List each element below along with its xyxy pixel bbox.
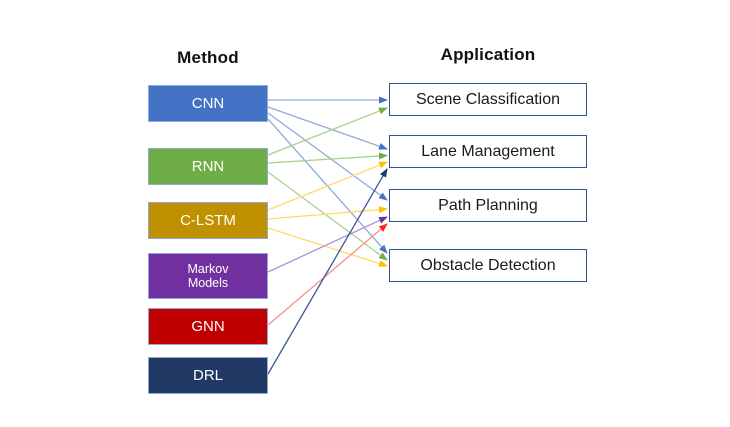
- application-label: Lane Management: [421, 142, 555, 160]
- method-label: CNN: [191, 94, 225, 112]
- connection-rnn-to-scene: [267, 107, 388, 156]
- method-box-markov: Markov Models: [148, 253, 268, 299]
- application-box-path: Path Planning: [389, 189, 587, 222]
- method-box-rnn: RNN: [148, 148, 268, 185]
- method-label: Markov Models: [187, 261, 229, 290]
- application-label: Scene Classification: [415, 90, 561, 108]
- connection-cnn-to-lane: [267, 106, 388, 150]
- method-label: GNN: [191, 317, 225, 335]
- application-box-obstacle: Obstacle Detection: [389, 249, 587, 282]
- method-box-drl: DRL: [148, 357, 268, 394]
- connection-clstm-to-path: [267, 206, 388, 220]
- method-box-clstm: C-LSTM: [148, 202, 268, 239]
- connection-clstm-to-obstacle: [267, 227, 388, 267]
- method-label: C-LSTM: [180, 211, 236, 229]
- method-box-cnn: CNN: [148, 85, 268, 122]
- application-label: Obstacle Detection: [420, 256, 556, 274]
- application-box-scene: Scene Classification: [389, 83, 587, 116]
- connection-rnn-to-lane: [267, 152, 388, 164]
- method-label: RNN: [191, 157, 225, 175]
- application-column-header: Application: [440, 45, 536, 64]
- method-column-header: Method: [177, 48, 239, 67]
- method-label: DRL: [192, 366, 223, 384]
- connection-clstm-to-lane: [267, 161, 388, 211]
- connection-drl-to-lane: [267, 168, 388, 375]
- application-box-lane: Lane Management: [389, 135, 587, 168]
- connection-markov-to-path: [267, 216, 388, 273]
- connection-gnn-to-path: [267, 223, 388, 326]
- application-label: Path Planning: [438, 196, 538, 214]
- method-box-gnn: GNN: [148, 308, 268, 345]
- connection-rnn-to-obstacle: [267, 171, 388, 261]
- connection-cnn-to-path: [267, 112, 388, 201]
